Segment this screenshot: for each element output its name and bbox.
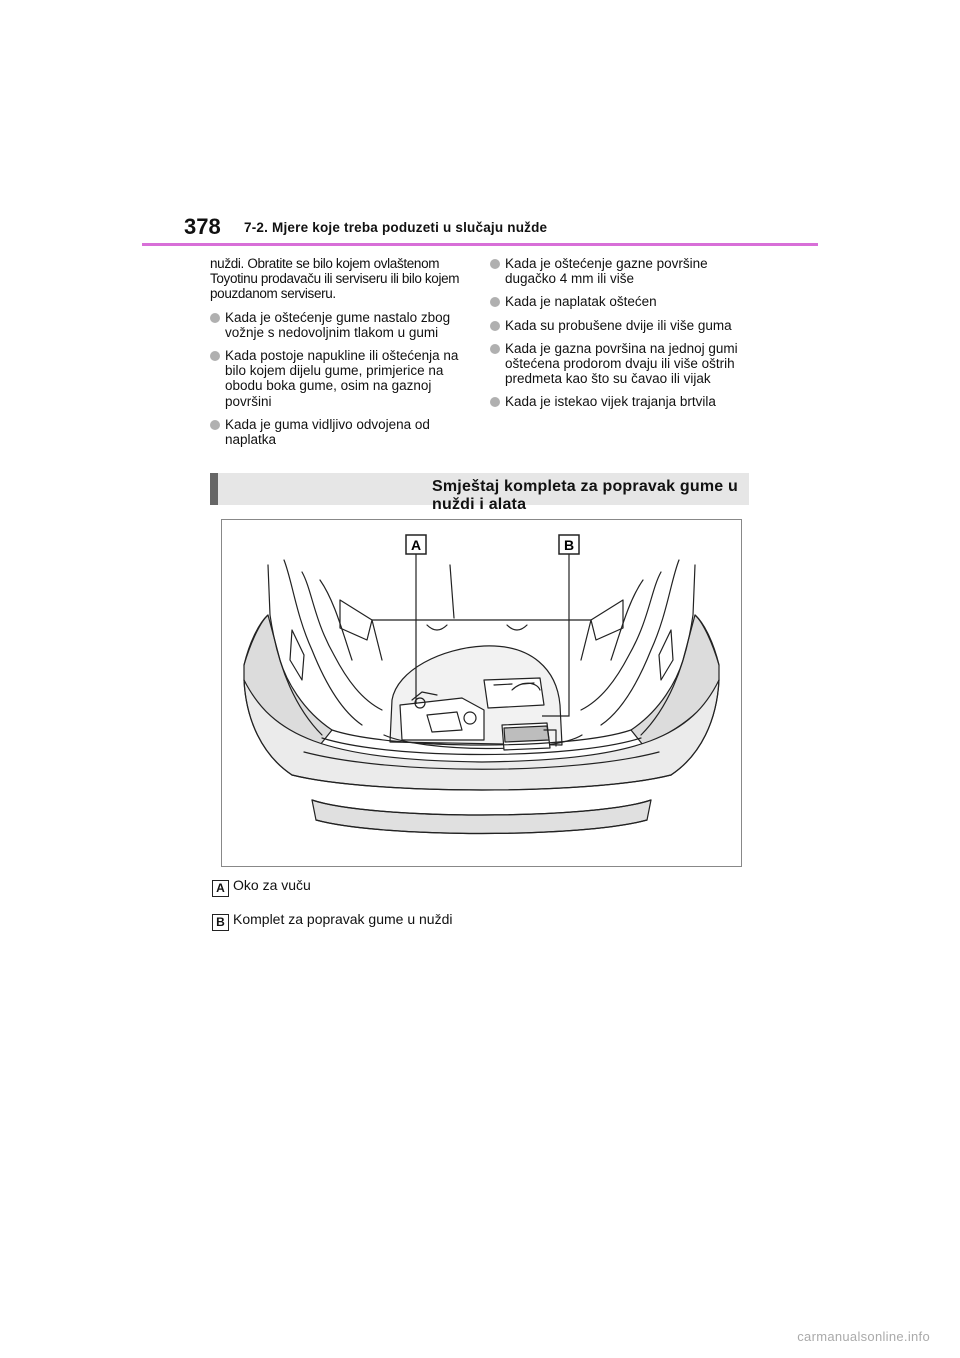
section-accent bbox=[210, 473, 218, 505]
list-item: Kada je guma vidljivo odvojena od naplat… bbox=[210, 417, 472, 447]
chapter-heading: 7-2. Mjere koje treba poduzeti u slučaju… bbox=[244, 220, 548, 235]
header-divider bbox=[142, 243, 818, 246]
list-item-text: Kada je naplatak oštećen bbox=[505, 294, 657, 310]
legend-badge: B bbox=[212, 914, 229, 931]
list-item: Kada je oštećenje gazne površine dugačko… bbox=[490, 256, 752, 286]
list-item-text: Kada je istekao vijek trajanja brtvila bbox=[505, 394, 716, 410]
bullet-icon bbox=[490, 397, 500, 408]
left-column: nuždi. Obratite se bilo kojem ovlaštenom… bbox=[210, 256, 472, 455]
legend-badge: A bbox=[212, 880, 229, 897]
bullet-icon bbox=[210, 351, 220, 362]
list-item-text: Kada je gazna površina na jednoj gumi oš… bbox=[505, 340, 738, 387]
bullet-icon bbox=[210, 312, 220, 323]
list-item: Kada je gazna površina na jednoj gumi oš… bbox=[490, 341, 752, 387]
legend-text: Oko za vuču bbox=[233, 877, 311, 893]
bullet-icon bbox=[210, 419, 220, 430]
list-item-text: Kada je oštećenje gazne površine dugačko… bbox=[505, 256, 708, 287]
list-item-text: Kada postoje napukline ili oštećenja na … bbox=[225, 348, 459, 409]
list-item-text: Kada su probušene dvije ili više guma bbox=[505, 317, 732, 333]
intro-paragraph: nuždi. Obratite se bilo kojem ovlaštenom… bbox=[210, 256, 460, 302]
right-column: Kada je oštećenje gazne površine dugačko… bbox=[490, 256, 752, 418]
legend-text: Komplet za popravak gume u nuždi bbox=[233, 911, 453, 927]
trunk-illustration: A B bbox=[221, 519, 742, 867]
bullet-icon bbox=[490, 320, 500, 331]
list-item: Kada postoje napukline ili oštećenja na … bbox=[210, 348, 472, 409]
callout-b-leader bbox=[542, 554, 570, 717]
section-heading-bar: Smještaj kompleta za popravak gume u nuž… bbox=[210, 473, 749, 513]
list-item-text: Kada je oštećenje gume nastalo zbog vožn… bbox=[225, 309, 451, 340]
callout-a-label: A bbox=[411, 537, 421, 553]
page-number: 378 bbox=[184, 214, 221, 239]
bullet-icon bbox=[490, 343, 500, 354]
trunk-drawing bbox=[243, 559, 720, 835]
list-item: Kada je istekao vijek trajanja brtvila bbox=[490, 394, 752, 409]
callout-layer: A B bbox=[405, 534, 580, 717]
list-item-text: Kada je guma vidljivo odvojena od naplat… bbox=[225, 416, 430, 448]
list-item: Kada su probušene dvije ili više guma bbox=[490, 318, 752, 333]
callout-b-label: B bbox=[564, 537, 574, 553]
bullet-icon bbox=[490, 259, 500, 269]
list-item: Kada je oštećenje gume nastalo zbog vožn… bbox=[210, 310, 472, 340]
site-watermark: carmanualsonline.info bbox=[797, 1329, 930, 1344]
bullet-icon bbox=[490, 297, 500, 308]
section-title: Smještaj kompleta za popravak gume u nuž… bbox=[432, 478, 738, 513]
list-item: Kada je naplatak oštećen bbox=[490, 294, 752, 309]
